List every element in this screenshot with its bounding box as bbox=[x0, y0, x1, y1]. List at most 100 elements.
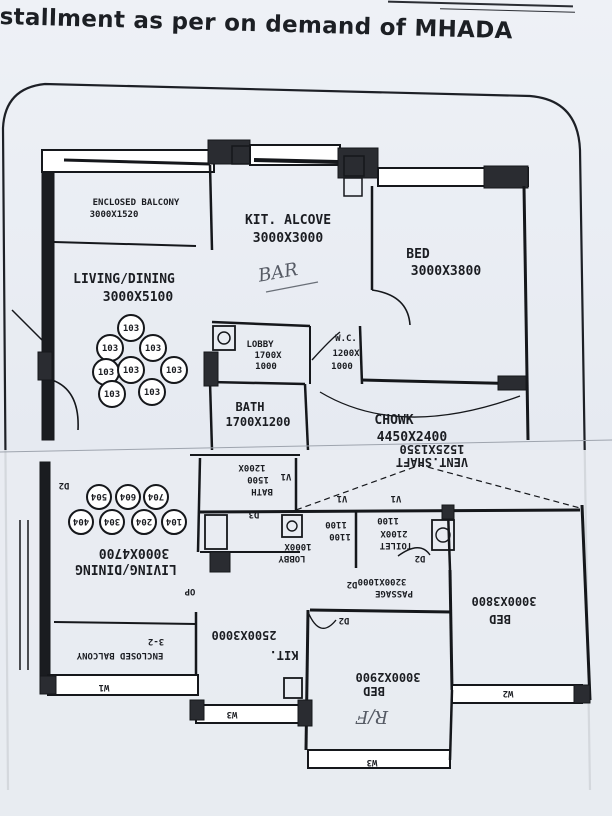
lower-bed-bottom-name: BED bbox=[363, 684, 385, 698]
lower-fixture-4 bbox=[283, 677, 303, 699]
upper-bath-top-wall bbox=[209, 380, 306, 386]
upper-sink bbox=[231, 145, 251, 165]
upper-wc-door bbox=[311, 331, 341, 361]
upper-wc-name: W.C. bbox=[335, 334, 357, 344]
lower-vent-size: 1525X1350 bbox=[399, 442, 464, 456]
upper-bed-door bbox=[371, 289, 411, 326]
lower-wc-size1: 1100 bbox=[325, 519, 347, 529]
upper-bath-right-wall bbox=[303, 383, 310, 451]
table-mark-5: 103 bbox=[123, 366, 139, 376]
mark-d2-kit: D2 bbox=[339, 615, 350, 625]
lower-bath-size2: 1500 bbox=[247, 474, 269, 484]
upper-lobby-top-wall bbox=[211, 320, 311, 328]
table-mark-8: 103 bbox=[144, 388, 160, 398]
lower-window-bottom-right bbox=[451, 684, 583, 704]
upper-handwritten-note: BAR bbox=[256, 259, 300, 287]
lower-column-5 bbox=[39, 675, 57, 695]
lower-wall-right bbox=[580, 504, 592, 701]
lower-window-bottom-mid bbox=[195, 704, 309, 724]
upper-chowk-name: CHOWK bbox=[374, 413, 413, 428]
table-mark-1: 103 bbox=[123, 324, 139, 334]
lower-wc-size2: 1100 bbox=[329, 531, 351, 541]
upper-plan bbox=[11, 139, 530, 451]
upper-column-mid bbox=[203, 351, 219, 387]
lower-window-bottom-bed bbox=[307, 749, 451, 769]
lower-bed-right-size: 3000X3800 bbox=[471, 594, 536, 608]
lower-door-arc-1 bbox=[307, 611, 337, 629]
lower-bath-name: BATH bbox=[251, 486, 273, 496]
lower-bed-bottom-right bbox=[448, 689, 454, 761]
lower-table-mark-4: 404 bbox=[72, 516, 89, 526]
lower-plan bbox=[19, 454, 592, 769]
lower-balcony-size: 3-2 bbox=[148, 636, 164, 646]
upper-kit-left-wall bbox=[208, 164, 214, 251]
upper-lobby-name: LOBBY bbox=[246, 340, 274, 350]
upper-window-glass bbox=[253, 158, 339, 164]
upper-column-left bbox=[37, 351, 53, 381]
table-mark-4: 103 bbox=[98, 368, 114, 378]
mark-w3-bottom: W3 bbox=[367, 757, 378, 767]
lower-living-size: 3000X4700 bbox=[99, 545, 170, 560]
lower-fixture-2 bbox=[281, 514, 303, 538]
lower-column-4 bbox=[189, 699, 205, 721]
lower-window-bottom-left bbox=[47, 674, 199, 696]
table-mark-3: 103 bbox=[145, 344, 161, 354]
lower-table-mark-2: 604 bbox=[119, 491, 136, 501]
lower-vent-dash bbox=[295, 464, 581, 511]
mark-d2-left: D2 bbox=[59, 480, 70, 490]
upper-lobby-size2: 1000 bbox=[255, 362, 277, 372]
lower-table-mark-5: 304 bbox=[103, 516, 120, 526]
table-mark-6: 103 bbox=[166, 366, 182, 376]
upper-living-size: 3000X5100 bbox=[103, 290, 174, 305]
mark-v1: V1 bbox=[281, 471, 292, 481]
upper-balcony-divider bbox=[53, 241, 197, 247]
lower-passage-size: 3200X1000 bbox=[358, 576, 407, 586]
lower-bed-bottom-size: 3000X2900 bbox=[355, 670, 420, 684]
mark-d3: D3 bbox=[249, 509, 260, 519]
upper-wc-size2: 1000 bbox=[331, 362, 353, 372]
mark-v1c: V1 bbox=[391, 493, 402, 503]
upper-bath-size: 1700X1200 bbox=[225, 415, 290, 429]
lower-kit-right bbox=[304, 609, 310, 751]
lower-living-name: LIVING/DINING bbox=[75, 561, 177, 576]
lower-fixture-3 bbox=[431, 519, 455, 551]
upper-bed-name: BED bbox=[406, 247, 430, 262]
upper-living-name: LIVING/DINING bbox=[73, 272, 175, 287]
mark-w1: W1 bbox=[99, 682, 110, 692]
lower-table-mark-7: 104 bbox=[165, 516, 182, 526]
lower-bed-left-wall bbox=[448, 569, 454, 691]
lower-vent-name: VENT.SHAFT bbox=[396, 455, 468, 469]
lower-bath-top bbox=[196, 457, 202, 553]
lower-lobby-size: 1000X bbox=[284, 541, 312, 551]
lower-mid-wall bbox=[199, 508, 581, 514]
lower-table-mark-6: 204 bbox=[135, 516, 152, 526]
lower-toilet-size2: 1100 bbox=[377, 515, 399, 525]
lower-table-mark-3: 704 bbox=[147, 491, 164, 501]
upper-chowk-arc bbox=[319, 391, 521, 418]
lower-toilet-size1: 2100X bbox=[380, 528, 408, 538]
lower-fixture-1 bbox=[204, 514, 228, 550]
mark-d2-passage: D2 bbox=[347, 579, 358, 589]
upper-wc-right-wall bbox=[358, 325, 364, 385]
mark-v1b: V1 bbox=[337, 493, 348, 503]
lower-bath-size1: 1200X bbox=[238, 462, 266, 472]
lower-wall-left bbox=[39, 461, 51, 683]
upper-wall-right bbox=[522, 185, 530, 441]
upper-shaft bbox=[343, 177, 363, 197]
upper-balcony-size: 3000X1520 bbox=[90, 210, 139, 220]
lower-kit-name: KIT. bbox=[270, 648, 299, 662]
upper-bath-left-wall bbox=[208, 381, 214, 451]
lower-handwritten-note: R/F bbox=[354, 706, 389, 727]
lower-dining-table: 504 604 704 404 304 204 104 bbox=[68, 484, 187, 535]
lower-column-6 bbox=[209, 551, 231, 573]
mark-w2: W2 bbox=[503, 688, 514, 698]
upper-lobby-size1: 1700X bbox=[254, 351, 282, 361]
upper-bath-name: BATH bbox=[236, 400, 265, 414]
table-mark-2: 103 bbox=[102, 344, 118, 354]
lower-passage-bottom bbox=[309, 608, 453, 614]
lower-column-3 bbox=[573, 684, 591, 704]
lower-door-arc-2 bbox=[397, 547, 431, 557]
lower-balcony-name: ENCLOSED BALCONY bbox=[76, 650, 163, 660]
upper-column-right bbox=[497, 375, 527, 391]
